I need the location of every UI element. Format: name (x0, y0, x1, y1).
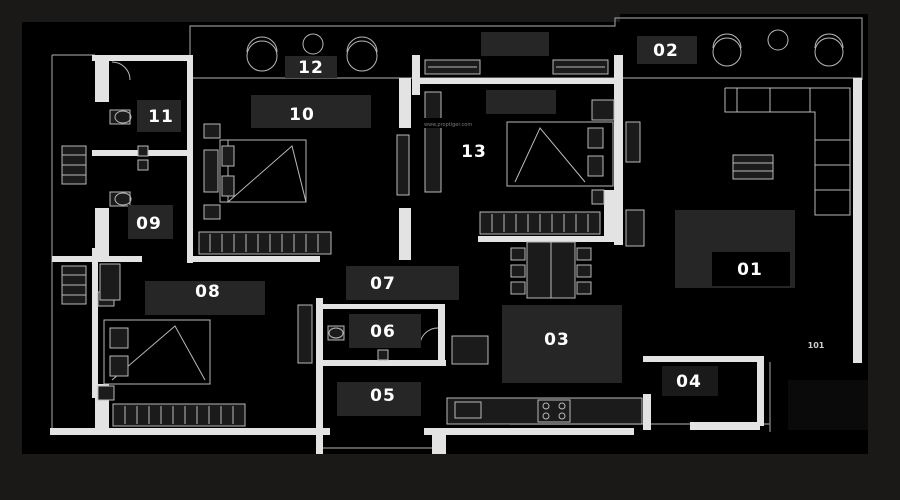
bed-10 (203, 123, 307, 220)
room-plate-07 (346, 266, 459, 300)
living-sofa (724, 87, 851, 216)
floor-area-notch (620, 14, 868, 24)
room-plate-08 (145, 281, 265, 315)
room-plates (128, 36, 790, 416)
balcony-seating-02 (712, 29, 844, 67)
room-label-12: 12 (298, 58, 324, 78)
tv-13 (424, 91, 442, 193)
ac-units (424, 59, 609, 75)
bath-fixtures (61, 61, 439, 361)
wardrobe-08 (112, 403, 246, 427)
room-label-07: 07 (370, 274, 396, 294)
room-label-05: 05 (370, 386, 396, 406)
balcony-strip-right (788, 380, 868, 430)
side-cabinet (625, 121, 645, 247)
watermark-box (422, 118, 478, 128)
room-label-02: 02 (653, 41, 679, 61)
room-label-03: 03 (544, 330, 570, 350)
room-plate-09 (128, 205, 173, 239)
room-label-09: 09 (136, 214, 162, 234)
room-label-10: 10 (289, 105, 315, 125)
room-label-08: 08 (195, 282, 221, 302)
room-plate-02 (637, 36, 697, 64)
room-label-04: 04 (676, 372, 702, 392)
unit-number: 101 (808, 341, 825, 350)
bed-13 (506, 99, 615, 205)
tv-08 (297, 304, 313, 364)
room-plate-03 (522, 322, 592, 356)
balcony-seating-12 (246, 33, 378, 72)
room-plate-01 (712, 252, 790, 286)
kitchen-counter (446, 335, 643, 425)
room-label-11: 11 (148, 107, 174, 127)
tv-10 (396, 134, 410, 196)
room-plate-05 (337, 382, 421, 416)
room-plate-12 (285, 56, 337, 78)
room-label-13: 13 (461, 142, 487, 162)
bedroom-13-rug (486, 90, 556, 114)
room-plate-06 (349, 314, 421, 348)
wardrobe-13 (479, 211, 601, 235)
room-label-01: 01 (737, 260, 763, 280)
room-label-06: 06 (370, 322, 396, 342)
room-plate-10 (251, 95, 371, 128)
dining-table (510, 241, 592, 299)
wardrobe-10 (198, 231, 332, 255)
balcony-planter (481, 32, 549, 56)
room-plate-11 (137, 100, 181, 132)
watermark: www.proptiger.com (424, 122, 472, 128)
room-labels: 01 02 03 04 05 06 07 08 09 10 11 12 13 1… (136, 41, 825, 406)
tv-unit (732, 154, 774, 180)
room-plate-04 (662, 366, 718, 396)
bed-08 (97, 291, 211, 401)
